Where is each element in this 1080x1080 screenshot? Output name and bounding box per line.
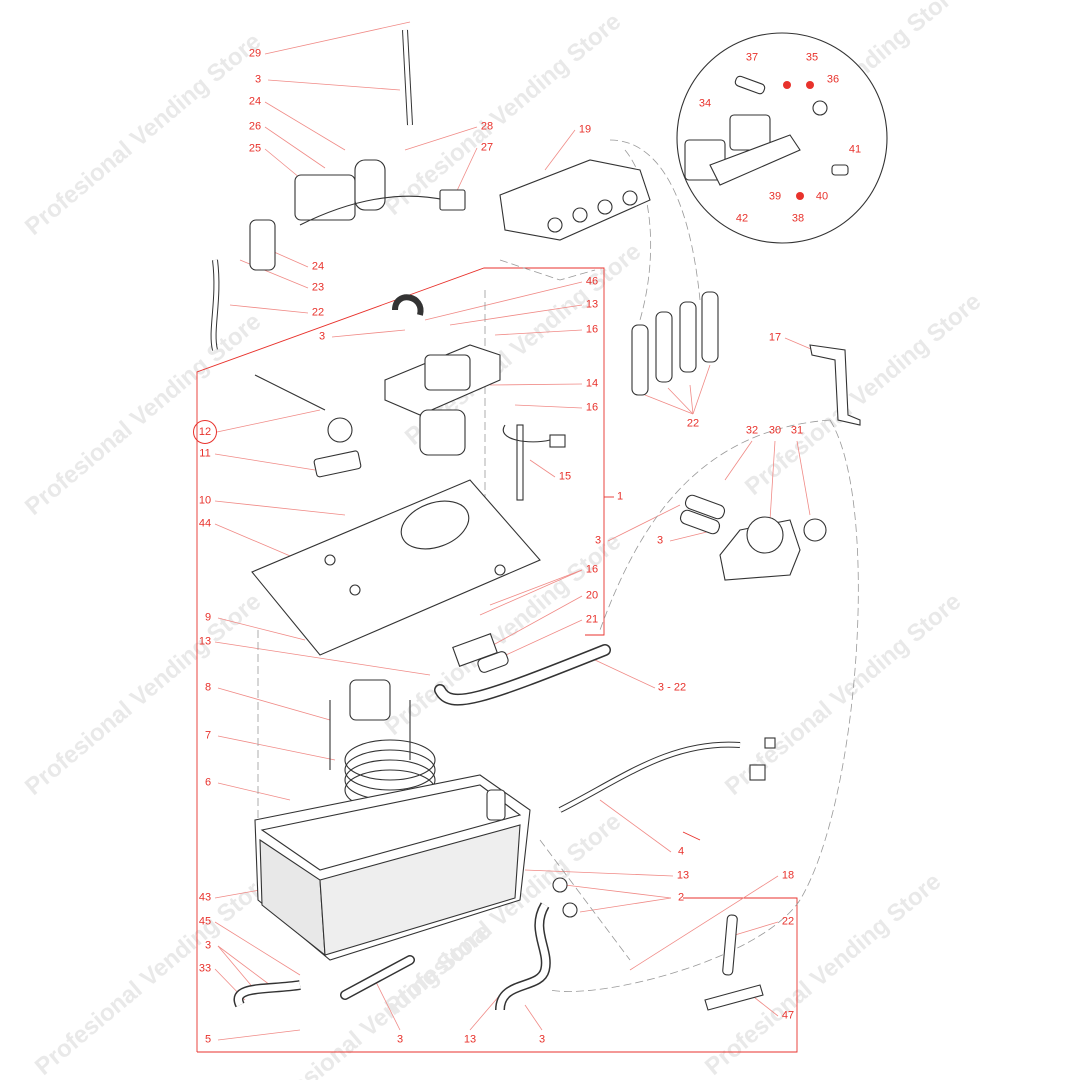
part-label: 29: [248, 47, 262, 60]
part-label: 43: [198, 891, 212, 904]
part-label: 25: [248, 142, 262, 155]
part-label: 37: [745, 51, 759, 64]
part-label: 20: [585, 589, 599, 602]
part-label: 27: [480, 141, 494, 154]
part-label: 1: [616, 490, 624, 503]
part-label: 32: [745, 424, 759, 437]
part-label: 31: [790, 424, 804, 437]
part-label: 34: [698, 97, 712, 110]
part-label: 26: [248, 120, 262, 133]
part-label: 45: [198, 915, 212, 928]
part-label: 39: [768, 190, 782, 203]
part-label: 23: [311, 281, 325, 294]
part-label: 30: [768, 424, 782, 437]
assembly-frame: [196, 267, 798, 1053]
part-label: 12: [193, 420, 217, 444]
part-label: 3: [254, 73, 262, 86]
part-label: 10: [198, 494, 212, 507]
part-label: 6: [204, 776, 212, 789]
part-label: 7: [204, 729, 212, 742]
part-label: 16: [585, 401, 599, 414]
part-label: 13: [585, 298, 599, 311]
part-label: 3: [656, 534, 664, 547]
part-label: 46: [585, 275, 599, 288]
parts: [210, 29, 888, 1011]
part-label: 40: [815, 190, 829, 203]
part-label: 13: [463, 1033, 477, 1046]
part-label: 3: [396, 1033, 404, 1046]
part-label: 18: [781, 869, 795, 882]
part-label: 4: [677, 845, 685, 858]
part-label: 15: [558, 470, 572, 483]
part-label: 5: [204, 1033, 212, 1046]
part-label: 35: [805, 51, 819, 64]
part-label: 11: [199, 447, 211, 460]
part-label: 22: [686, 417, 700, 430]
part-label: 36: [826, 73, 840, 86]
part-label: 21: [585, 613, 599, 626]
part-label: 3: [538, 1033, 546, 1046]
part-label: 14: [585, 377, 599, 390]
assembly-guides: [257, 139, 859, 992]
part-label: 22: [311, 306, 325, 319]
part-label: 19: [578, 123, 592, 136]
part-label: 47: [781, 1009, 795, 1022]
part-label: 3: [204, 939, 212, 952]
part-label: 16: [585, 323, 599, 336]
part-label: 28: [480, 120, 494, 133]
part-label: 44: [198, 517, 212, 530]
part-label: 22: [781, 915, 795, 928]
part-label: 16: [585, 563, 599, 576]
part-label: 17: [768, 331, 782, 344]
part-label: 2: [677, 891, 685, 904]
part-label: 3: [594, 534, 602, 547]
part-label: 13: [676, 869, 690, 882]
part-label: 33: [198, 962, 212, 975]
part-label: 3: [318, 330, 326, 343]
part-label: 9: [204, 611, 212, 624]
part-label: 13: [198, 635, 212, 648]
part-label: 24: [248, 95, 262, 108]
part-label: 8: [204, 681, 212, 694]
part-label: 41: [848, 143, 862, 156]
part-label: 42: [735, 212, 749, 225]
part-label: 24: [311, 260, 325, 273]
part-label: 3 - 22: [657, 681, 687, 694]
part-label: 38: [791, 212, 805, 225]
